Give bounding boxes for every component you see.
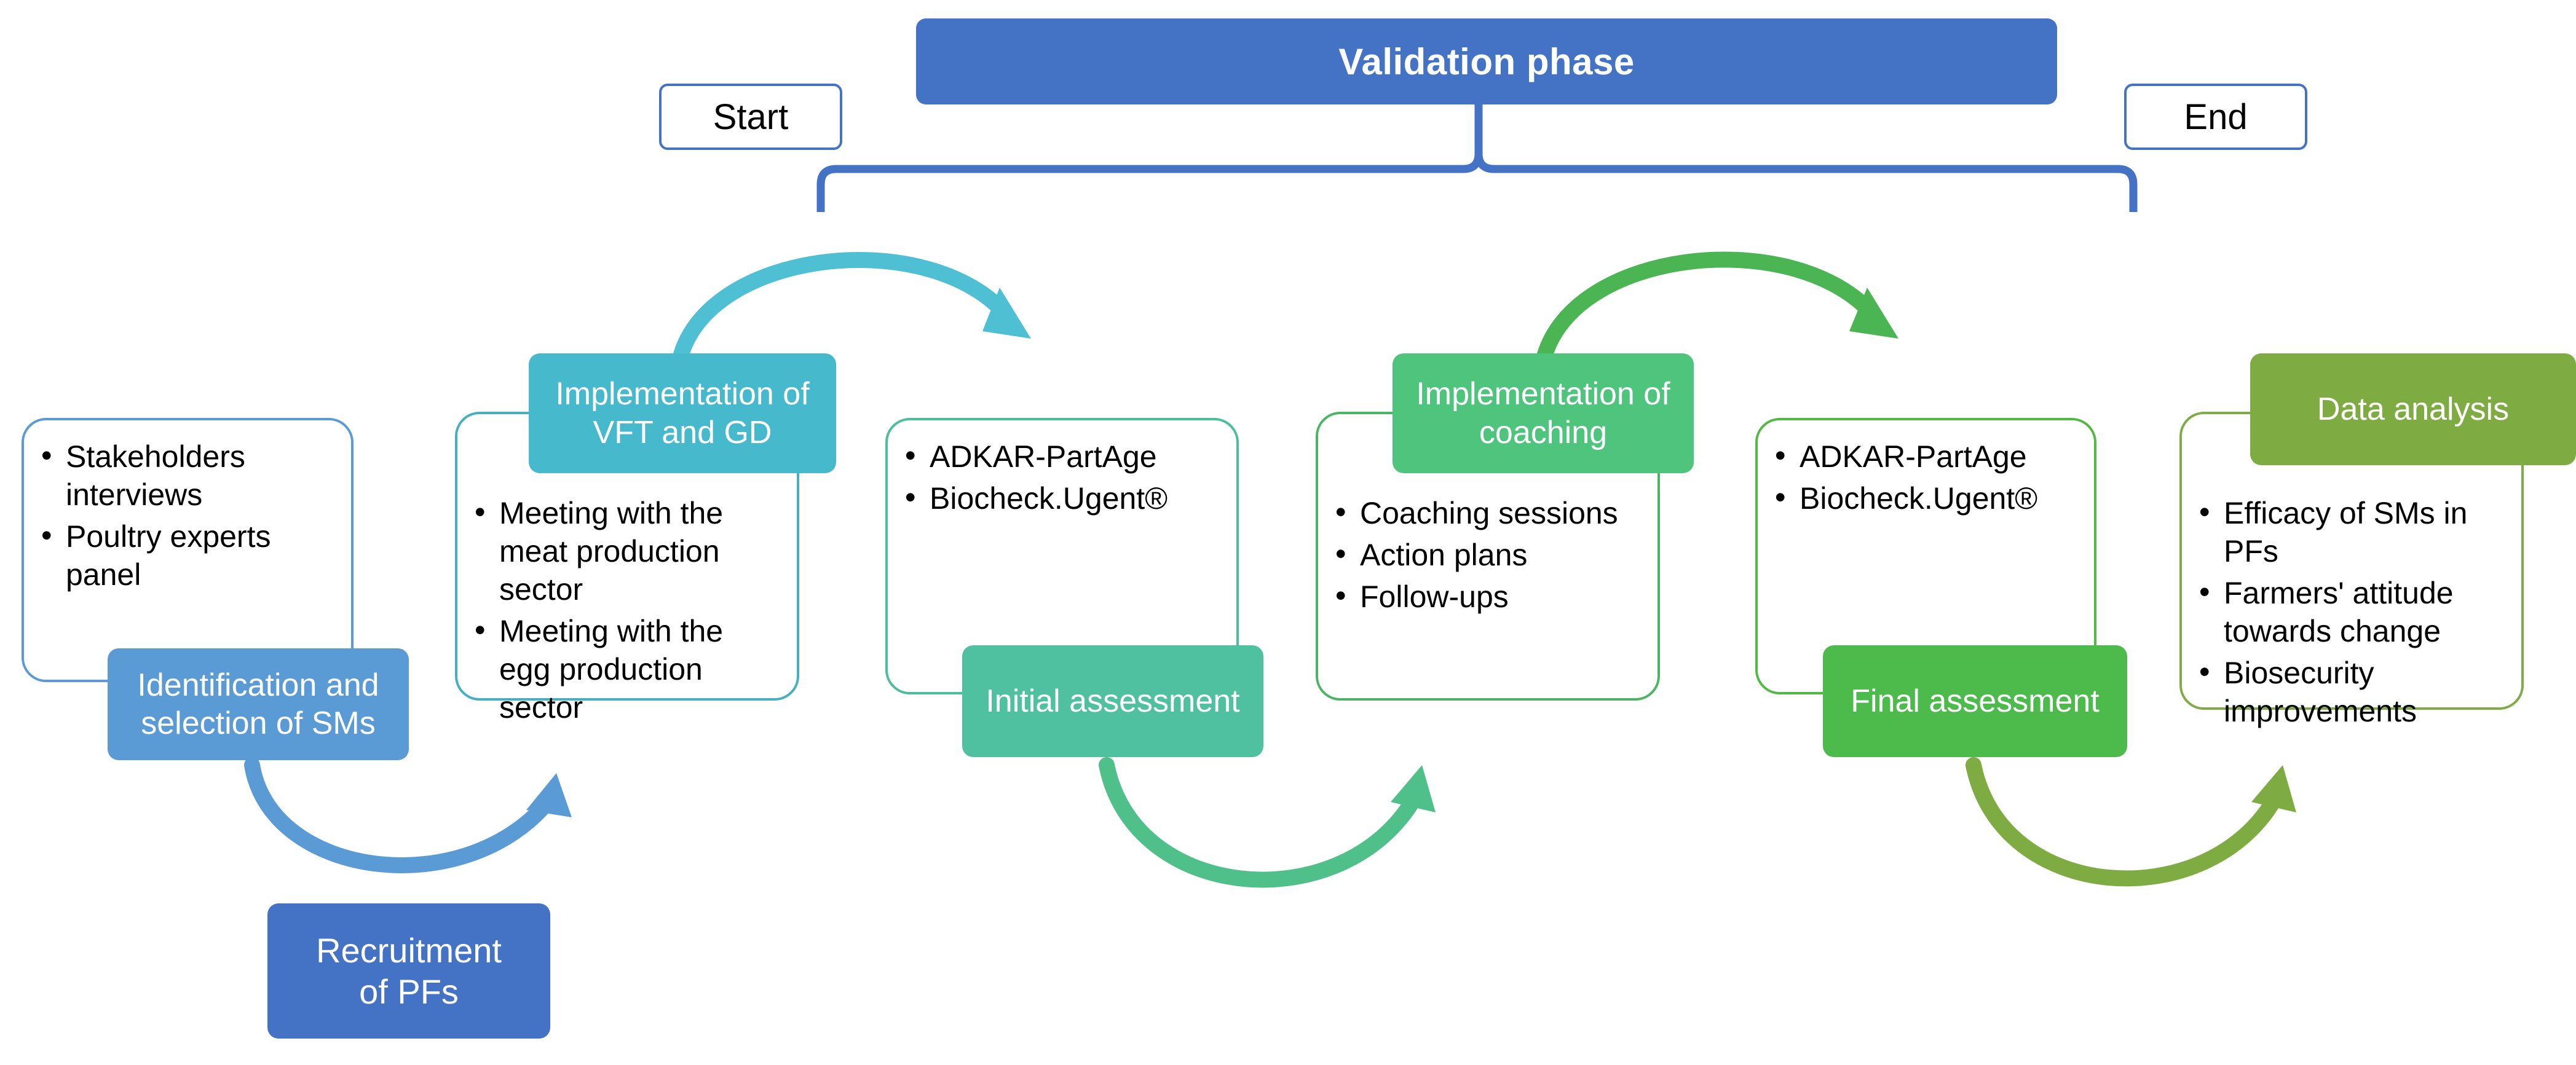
list-item: Farmers' attitude towards change — [2195, 573, 2505, 650]
start-marker: Start — [659, 84, 842, 150]
list-item: Meeting with the meat production sector — [471, 493, 781, 608]
list-item: ADKAR-PartAge — [901, 436, 1220, 476]
list-item: Biocheck.Ugent® — [901, 478, 1220, 517]
list-item: Action plans — [1332, 535, 1642, 574]
stage-bullet-list: Meeting with the meat production sector … — [457, 414, 797, 726]
arrow-coaching-to-final — [1536, 251, 1898, 364]
stage-chip-line: selection of SMs — [141, 705, 376, 741]
stage-chip-line: Data analysis — [2317, 391, 2510, 427]
arrow-initial-to-coaching — [1099, 757, 1436, 888]
validation-phase-banner: Validation phase — [916, 18, 2057, 104]
list-item: Stakeholders interviews — [38, 436, 335, 514]
recruitment-chip-line: Recruitment — [316, 930, 502, 970]
stage-chip-line: Implementation of — [555, 376, 810, 412]
stage-chip-line: Implementation of — [1416, 376, 1670, 412]
validation-phase-label: Validation phase — [1338, 41, 1635, 82]
list-item: Biosecurity improvements — [2195, 653, 2505, 730]
list-item: ADKAR-PartAge — [1771, 436, 2078, 476]
list-item: Efficacy of SMs in PFs — [2195, 493, 2505, 570]
validation-brace — [816, 101, 2138, 212]
list-item: Biocheck.Ugent® — [1771, 478, 2078, 517]
stage-bullet-list: Coaching sessions Action plans Follow-up… — [1318, 414, 1657, 616]
stage-chip-line: coaching — [1479, 414, 1608, 450]
end-marker-label: End — [2184, 96, 2248, 137]
recruitment-of-pfs-chip: Recruitment of PFs — [267, 903, 550, 1039]
arrow-final-to-data — [1966, 757, 2296, 887]
stage-bullet-list: Efficacy of SMs in PFs Farmers' attitude… — [2182, 414, 2521, 730]
start-marker-label: Start — [713, 96, 789, 137]
end-marker: End — [2124, 84, 2307, 150]
stage-chip-vft-gd: Implementation of VFT and GD — [529, 353, 836, 473]
stage-card-identification: Stakeholders interviews Poultry experts … — [22, 418, 354, 682]
list-item: Meeting with the egg production sector — [471, 611, 781, 726]
stage-chip-final-assessment: Final assessment — [1823, 645, 2127, 757]
stage-chip-data-analysis: Data analysis — [2250, 353, 2576, 465]
stage-chip-line: VFT and GD — [593, 414, 772, 450]
list-item: Follow-ups — [1332, 576, 1642, 616]
list-item: Poultry experts panel — [38, 516, 335, 594]
arrow-recruit-to-vft — [673, 252, 1031, 364]
arrow-ident-to-recruit — [244, 757, 572, 873]
stage-chip-line: Identification and — [137, 667, 379, 703]
stage-chip-coaching: Implementation of coaching — [1393, 353, 1694, 473]
stage-bullet-list: ADKAR-PartAge Biocheck.Ugent® — [1758, 420, 2094, 517]
recruitment-chip-line: of PFs — [359, 972, 459, 1011]
stage-bullet-list: ADKAR-PartAge Biocheck.Ugent® — [888, 420, 1236, 517]
stage-chip-identification: Identification and selection of SMs — [108, 648, 409, 760]
list-item: Coaching sessions — [1332, 493, 1642, 532]
stage-chip-line: Initial assessment — [986, 683, 1240, 719]
stage-chip-line: Final assessment — [1851, 683, 2100, 719]
stage-chip-initial-assessment: Initial assessment — [962, 645, 1263, 757]
stage-bullet-list: Stakeholders interviews Poultry experts … — [24, 420, 351, 594]
